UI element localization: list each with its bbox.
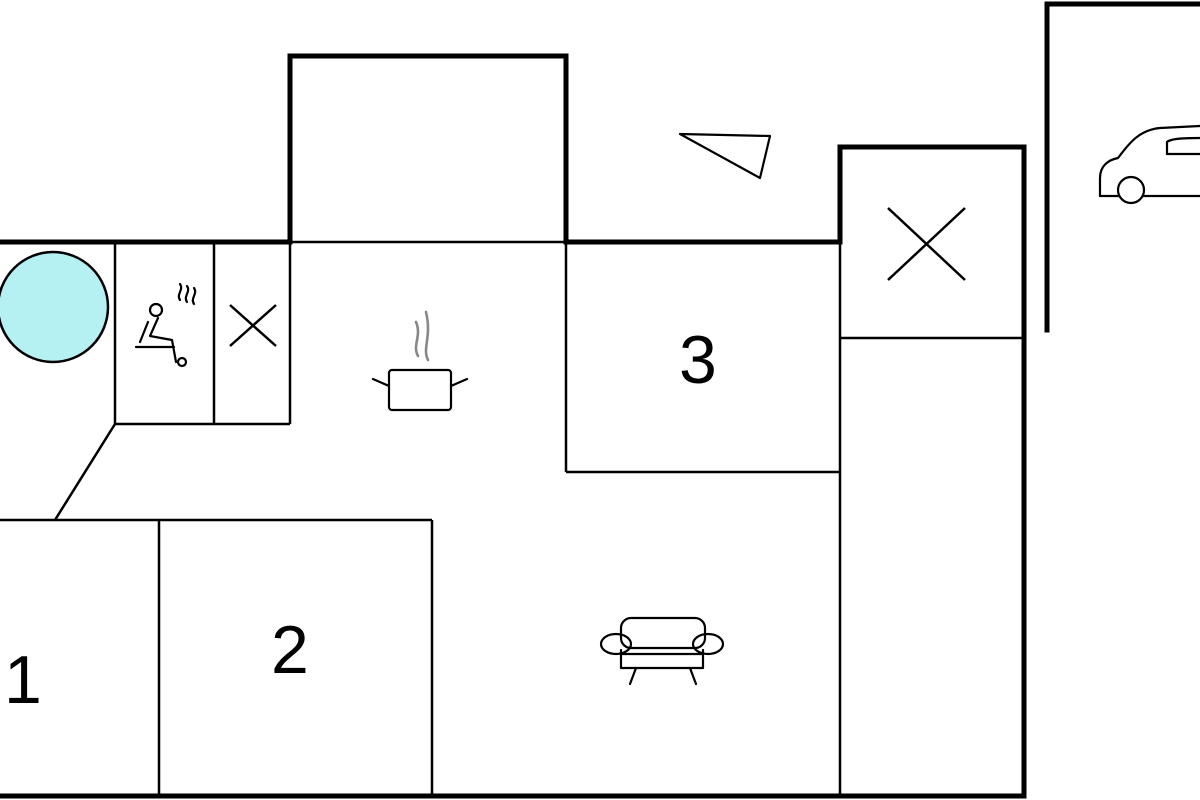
sofa-icon <box>599 616 725 686</box>
room-1-label: 1 <box>4 642 42 718</box>
bathroom-x-icon <box>887 207 966 281</box>
kitchen-pot-icon <box>371 310 469 412</box>
car-icon <box>1098 124 1200 205</box>
compass-pointer-icon <box>678 132 772 180</box>
room-3-label: 3 <box>679 322 717 398</box>
toilet-icon <box>229 304 277 347</box>
hot-tub-icon <box>0 250 110 364</box>
room-2-label: 2 <box>271 612 309 688</box>
carport-wall <box>1044 1 1200 333</box>
outer-walls <box>0 53 1027 799</box>
sauna-icon <box>134 282 197 368</box>
interior-walls <box>0 240 1024 796</box>
